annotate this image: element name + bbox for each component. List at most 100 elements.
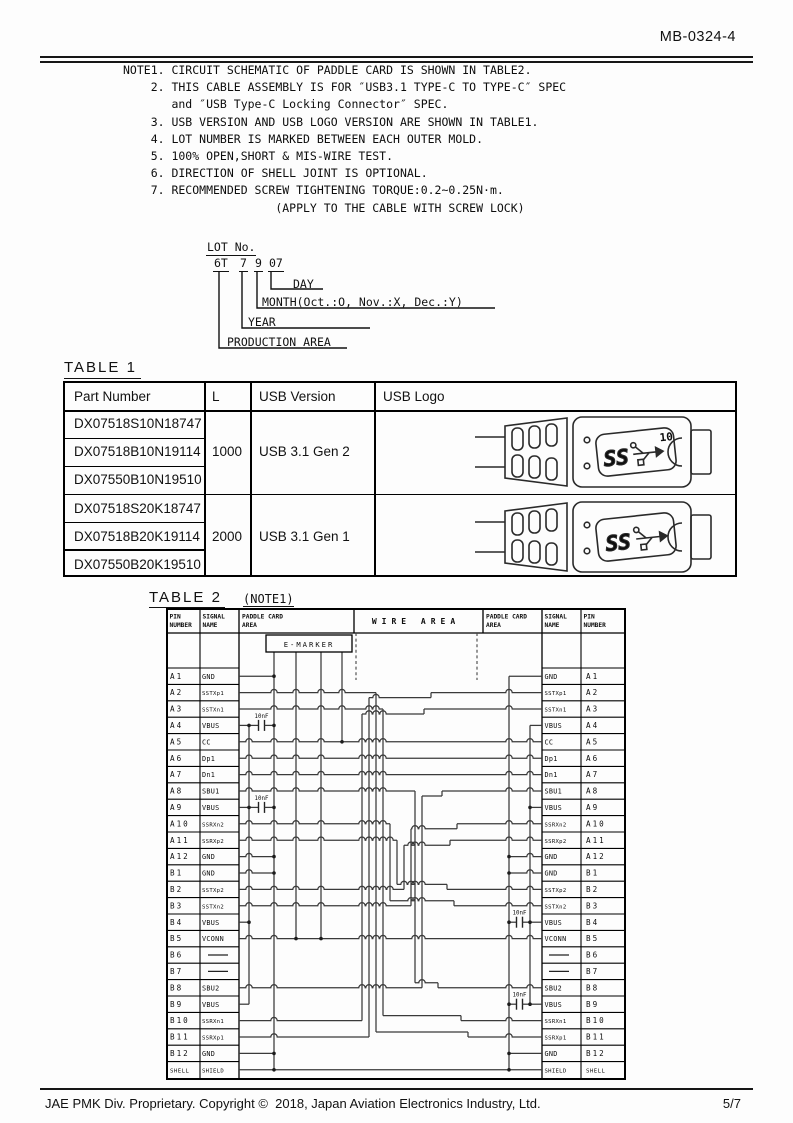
signal-name-right: VCONN [545, 935, 567, 943]
signal-name-right: VBUS [545, 1001, 563, 1009]
length-value: 2000 [211, 528, 243, 544]
junction-dot [507, 1068, 511, 1072]
signal-name-left: SSRXp2 [202, 839, 224, 845]
signal-name-left: SSTXn1 [202, 708, 224, 714]
col-header-wire-area: WIRE AREA [372, 617, 460, 626]
signal-name-left: GND [202, 870, 215, 878]
signal-wire [369, 693, 431, 699]
signal-wire [239, 934, 542, 940]
signal-wire [468, 1033, 542, 1038]
pin-number-right: A2 [586, 688, 599, 697]
table1-row-divider [65, 549, 204, 551]
capacitor-value-label: 10nF [255, 796, 269, 802]
signal-name-right: SBU2 [545, 984, 563, 992]
usb-version-value: USB 3.1 Gen 2 [259, 444, 350, 459]
signal-name-right: SSTXn2 [545, 904, 567, 910]
footer-page-number: 5/7 [722, 1096, 741, 1111]
signal-name-left: VBUS [202, 722, 220, 730]
pin-number-right: B12 [586, 1049, 606, 1058]
signal-name-right: SSRXp2 [545, 839, 567, 845]
signal-wire [450, 836, 542, 841]
pin-number-left: B6 [170, 951, 183, 960]
signal-name-right: SSTXp1 [545, 691, 567, 697]
signal-wire [239, 1016, 362, 1022]
lot-branch-day: DAY [293, 277, 314, 291]
signal-wire [431, 688, 542, 694]
table1: Part Number L USB Version USB Logo DX075… [63, 381, 737, 577]
part-number: DX07518S10N18747 [74, 416, 202, 431]
lot-branch-month: MONTH(Oct.:O, Nov.:X, Dec.:Y) [262, 295, 463, 309]
signal-name-right: VBUS [545, 722, 563, 730]
signal-wire [509, 869, 542, 874]
paddle-card-circuit-schematic: 10nF10nF10nF10nFE-MARKERPINNUMBERSIGNALN… [166, 608, 626, 1080]
lot-code-day: 07 [268, 256, 284, 272]
lot-tree-lines [218, 272, 495, 349]
signal-name-left: SHIELD [202, 1068, 224, 1074]
pin-number-left: B8 [170, 983, 183, 992]
pin-number-left: A1 [170, 672, 183, 681]
logo-10-text: 10 [659, 430, 674, 444]
capacitor-value-label: 10nF [255, 714, 269, 720]
pin-number-left: A10 [170, 819, 190, 828]
part-number: DX07518S20K18747 [74, 500, 201, 516]
col-header-usb-logo: USB Logo [383, 389, 445, 404]
pin-number-right: A6 [586, 754, 599, 763]
logo-ss-text: SS [602, 445, 630, 472]
signal-name-right: GND [545, 1050, 558, 1058]
junction-dot [528, 805, 532, 810]
signal-name-right: CC [545, 738, 554, 746]
pin-number-left: A8 [170, 787, 183, 796]
col-header-signal-name: NAME [203, 622, 218, 629]
pin-number-left: A6 [170, 754, 183, 763]
junction-dot [319, 936, 323, 941]
signal-name-left: GND [202, 673, 215, 681]
junction-dot [272, 674, 276, 678]
usb-version-value: USB 3.1 Gen 1 [259, 528, 350, 544]
signal-wire [239, 869, 274, 874]
pin-number-right: B9 [586, 1000, 599, 1009]
col-header-paddle-card-area: PADDLE CARD [486, 614, 527, 621]
col-header-usb-version: USB Version [259, 389, 336, 404]
pin-number-left: B9 [170, 1000, 183, 1009]
signal-wire [362, 710, 424, 715]
header-rule-bottom [40, 60, 753, 63]
signal-wire [239, 787, 415, 792]
pin-number-left: B10 [170, 1016, 190, 1025]
col-header-pin-number: NUMBER [584, 622, 607, 629]
lot-code-month: 9 [254, 256, 263, 272]
junction-dot [272, 1051, 276, 1056]
signal-wire [239, 1033, 369, 1038]
table1-row-divider [65, 465, 204, 467]
signal-name-right: Dn1 [545, 771, 558, 779]
pin-number-left: A4 [170, 721, 183, 730]
part-number: DX07518B10N19114 [74, 444, 201, 459]
pin-number-right: B1 [586, 869, 599, 878]
signal-name-right: VBUS [545, 919, 563, 927]
signal-wire [239, 754, 542, 759]
col-header-paddle-card-area: PADDLE CARD [242, 614, 283, 621]
pin-number-left: SHELL [170, 1068, 189, 1074]
signal-wire [509, 852, 542, 858]
col-header-paddle-card-area: AREA [486, 622, 501, 629]
notes-block: NOTE1. CIRCUIT SCHEMATIC OF PADDLE CARD … [123, 63, 567, 215]
signal-name-left: SSTXp1 [202, 691, 224, 697]
pin-number-left: A2 [170, 688, 183, 697]
signal-wire [457, 820, 542, 825]
signal-name-left: GND [202, 853, 215, 861]
footer-copyright: JAE PMK Div. Proprietary. Copyright © 20… [45, 1096, 541, 1111]
signal-name-left: VBUS [202, 1001, 220, 1009]
signal-name-left: SBU1 [202, 788, 220, 796]
logo-ss-text: SS [604, 529, 632, 556]
signal-name-right: GND [545, 673, 558, 681]
junction-dot [272, 1068, 276, 1072]
signal-name-left: GND [202, 1050, 215, 1058]
signal-name-right: Dp1 [545, 755, 558, 763]
table1-title: TABLE 1 [64, 359, 141, 379]
junction-dot [294, 936, 298, 941]
col-header-pin-number: NUMBER [170, 622, 193, 629]
signal-wire [397, 880, 447, 886]
signal-name-left: VBUS [202, 804, 220, 812]
signal-name-left: Dn1 [202, 771, 215, 779]
pin-number-left: A3 [170, 705, 183, 714]
pin-number-left: B7 [170, 967, 183, 976]
